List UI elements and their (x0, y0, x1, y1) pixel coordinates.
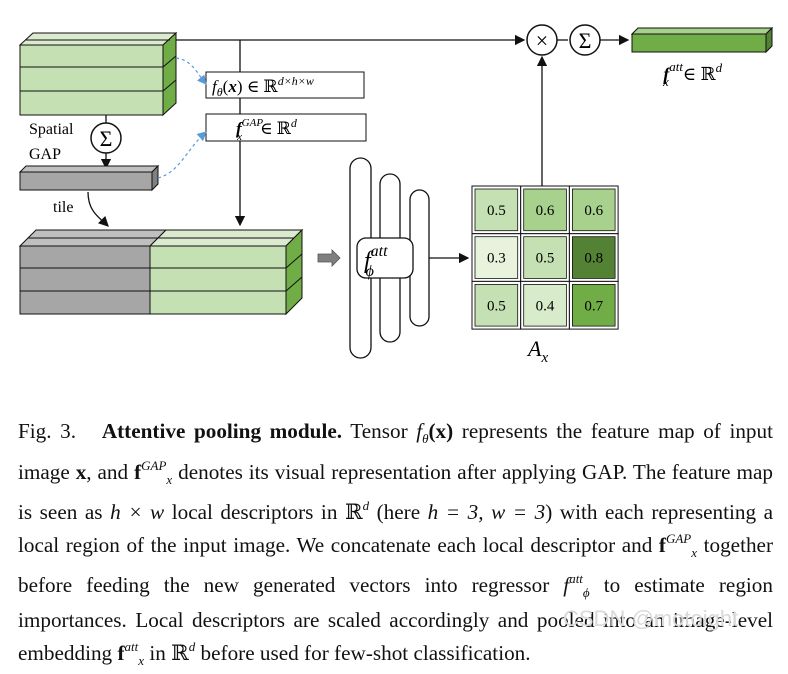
caption-text: ) with each representing a local region … (18, 500, 774, 557)
grid-cell-value: 0.6 (536, 203, 555, 219)
caption-math: f (658, 532, 666, 557)
grid-cell-value: 0.4 (536, 298, 555, 314)
svg-text:fGAPx∈ ℝd: fGAPx∈ ℝd (236, 116, 298, 143)
caption-math: GAP (141, 457, 167, 473)
svg-text:fattϕ: fattϕ (364, 243, 388, 280)
caption-text: , and (86, 459, 135, 484)
watermark: CSDN @motoight (563, 606, 739, 631)
caption-text: (here (369, 500, 428, 525)
grid-cell-fill (523, 236, 567, 279)
feature-map-tensor (18, 31, 178, 117)
caption-math: att (569, 571, 583, 587)
caption-math: f (563, 573, 570, 598)
caption-text: to estimate region importances. Local de… (18, 573, 773, 665)
caption-math: h × w (110, 500, 165, 525)
grid-cell-value: 0.5 (536, 251, 555, 267)
caption-text: local descriptors in ℝ (164, 500, 363, 525)
svg-text:×: × (536, 28, 548, 53)
figure-caption: Fig. 3. Attentive pooling module. Tensor… (18, 418, 773, 674)
svg-text:fθ(x) ∈ ℝd×h×w: fθ(x) ∈ ℝd×h×w (212, 74, 314, 99)
attentive-pooling-diagram: Spatial GAP Σ tile fθ(x) ∈ ℝd×h×w (18, 24, 774, 366)
caption-math: f (416, 419, 423, 443)
feed-arrow (317, 249, 341, 267)
caption-math: x (691, 544, 698, 560)
caption-math: d (362, 498, 370, 514)
grid-cell-fill (572, 283, 616, 327)
grid-cell-fill (572, 236, 616, 279)
caption-math: x (75, 459, 87, 484)
caption-text: before used for few-shot classification. (195, 640, 531, 665)
grid-cell-value: 0.5 (487, 203, 506, 219)
caption-text: denotes its visual representation after … (18, 459, 773, 525)
caption-math: ϕ (582, 585, 590, 601)
caption-math: f (134, 459, 142, 484)
grid-cell-value: 0.8 (584, 251, 603, 267)
grid-cell-value: 0.3 (487, 251, 506, 267)
multiply-icon: × (526, 24, 558, 56)
caption-math: x (166, 471, 173, 487)
grid-cell-value: 0.5 (487, 298, 506, 314)
caption-math: (x) (428, 419, 454, 443)
attention-map-label: Ax (526, 336, 548, 366)
caption-text: in ℝ (144, 640, 189, 665)
caption-text: represents the feature map of input imag… (18, 419, 774, 484)
spatial-label: Spatial (29, 121, 74, 138)
caption-math: θ (422, 431, 429, 446)
grid-cell-fill (474, 236, 519, 279)
caption-math: GAP (665, 530, 692, 546)
caption-math: att (124, 638, 139, 654)
caption-fig-label: Fig. 3. (18, 419, 77, 443)
feature-map-label-box: fθ(x) ∈ ℝd×h×w (205, 71, 365, 99)
caption-text: together before feeding the new generate… (18, 532, 774, 598)
svg-text:Σ: Σ (579, 28, 592, 53)
grid-cell-fill (572, 188, 616, 232)
caption-math: f (117, 640, 125, 665)
caption-math: h = 3, w = 3 (427, 500, 546, 525)
grid-cell-fill (523, 283, 567, 327)
sum-icon: Σ (90, 122, 122, 154)
caption-text: Tensor (342, 419, 417, 443)
sum-icon: Σ (569, 24, 601, 56)
attention-map-grid: 0.5 0.6 0.6 0.3 0.5 0.8 0.5 0.4 0.7 (471, 185, 619, 330)
svg-text:Σ: Σ (100, 126, 113, 151)
output-embedding-vector (630, 26, 774, 54)
grid-cell-value: 0.6 (584, 203, 603, 219)
tile-label: tile (53, 199, 73, 216)
grid-cell-fill (474, 188, 519, 232)
caption-title: Attentive pooling module. (101, 419, 343, 443)
concatenated-tensor (18, 228, 304, 316)
gap-vector (18, 164, 160, 192)
gap-label: GAP (29, 146, 61, 163)
grid-cell-fill (523, 188, 567, 232)
grid-cell-value: 0.7 (584, 298, 603, 314)
grid-cell-fill (474, 283, 519, 327)
